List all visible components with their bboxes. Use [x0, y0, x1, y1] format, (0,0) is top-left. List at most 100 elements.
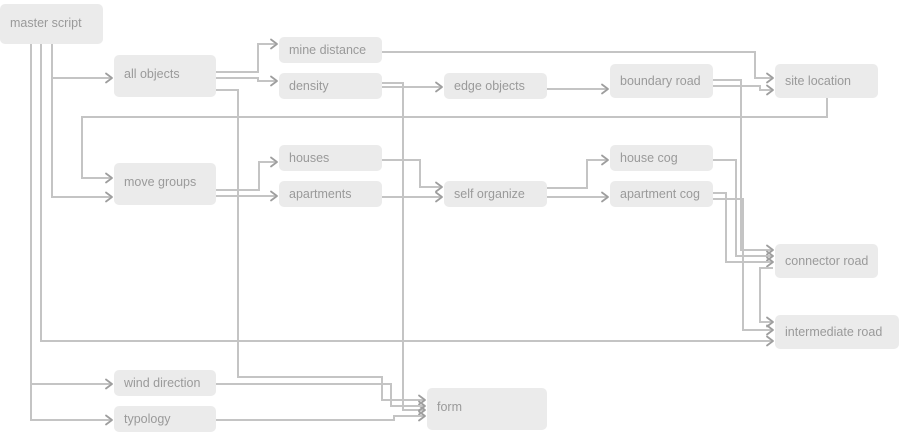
connector-line	[713, 85, 773, 91]
connector-line	[216, 383, 425, 407]
edge-density-to-form	[382, 82, 426, 416]
node-box	[427, 388, 547, 430]
node-box	[775, 315, 899, 349]
arrowhead-icon	[270, 38, 278, 50]
node-master-script: master script	[0, 4, 103, 44]
arrowhead-icon	[435, 191, 443, 203]
connector-line	[40, 44, 773, 342]
edge-density-to-edge-objects	[382, 81, 443, 93]
arrowhead-icon	[435, 81, 443, 93]
arrowhead-icon	[418, 400, 426, 412]
arrowhead-icon	[601, 154, 609, 166]
arrowhead-icon	[105, 191, 113, 203]
connector-line	[382, 51, 773, 79]
edge-all-objects-to-mine-distance	[216, 38, 278, 73]
edge-apartment-cog-to-connector-road	[713, 192, 774, 268]
node-typology: typology	[114, 406, 216, 432]
node-label: master script	[10, 16, 82, 30]
node-label: wind direction	[123, 376, 200, 390]
connector-line	[30, 44, 112, 385]
node-label: density	[289, 79, 329, 93]
edge-master-script-to-move-groups	[51, 44, 113, 203]
arrowhead-icon	[270, 190, 278, 202]
node-box	[444, 181, 547, 207]
node-label: houses	[289, 151, 329, 165]
connector-line	[713, 79, 773, 251]
node-label: site location	[785, 74, 851, 88]
node-label: typology	[124, 412, 171, 426]
node-box	[610, 64, 713, 98]
connector-line	[51, 44, 112, 198]
node-apartments: apartments	[279, 181, 382, 207]
edge-master-script-to-intermediate-road	[40, 44, 774, 347]
connector-line	[51, 44, 112, 79]
arrowhead-icon	[270, 75, 278, 87]
node-box	[279, 73, 382, 99]
connector-line	[216, 89, 425, 401]
node-label: self organize	[454, 187, 525, 201]
node-box	[279, 37, 382, 63]
edge-edge-objects-to-boundary-road	[547, 83, 609, 95]
node-all-objects: all objects	[114, 55, 216, 97]
node-box	[610, 181, 713, 207]
edge-master-script-to-typology	[30, 44, 113, 426]
node-label: intermediate road	[785, 325, 882, 339]
node-houses: houses	[279, 145, 382, 171]
arrowhead-icon	[601, 83, 609, 95]
edge-apartments-to-self-organize	[382, 191, 443, 203]
node-box	[114, 370, 216, 396]
arrowhead-icon	[105, 72, 113, 84]
node-label: apartments	[289, 187, 352, 201]
node-label: edge objects	[454, 79, 525, 93]
arrowhead-icon	[766, 72, 774, 84]
edges-layer	[30, 38, 828, 426]
node-mine-distance: mine distance	[279, 37, 382, 63]
edge-move-groups-to-apartments	[216, 190, 278, 202]
node-label: all objects	[124, 67, 180, 81]
node-box	[279, 145, 382, 171]
node-form: form	[427, 388, 547, 430]
edge-self-organize-to-apartment-cog	[547, 191, 609, 203]
edge-self-organize-to-house-cog	[547, 154, 609, 189]
node-box	[610, 145, 713, 171]
node-density: density	[279, 73, 382, 99]
arrowhead-icon	[766, 316, 774, 328]
edge-houses-to-self-organize	[382, 159, 443, 193]
edge-move-groups-to-houses	[216, 156, 278, 191]
node-house-cog: house cog	[610, 145, 713, 171]
node-self-organize: self organize	[444, 181, 547, 207]
connector-line	[216, 77, 277, 82]
connector-line	[547, 159, 608, 189]
node-box	[114, 406, 216, 432]
node-label: boundary road	[620, 74, 701, 88]
edge-all-objects-to-form	[216, 89, 426, 406]
arrowhead-icon	[766, 335, 774, 347]
edge-typology-to-form	[216, 410, 426, 422]
node-label: mine distance	[289, 43, 366, 57]
edge-connector-road-to-intermediate-road	[759, 267, 774, 328]
arrowhead-icon	[435, 181, 443, 193]
arrowhead-icon	[105, 414, 113, 426]
node-box	[279, 181, 382, 207]
node-label: move groups	[124, 175, 196, 189]
arrowhead-icon	[766, 256, 774, 268]
edge-all-objects-to-density	[216, 75, 278, 87]
arrowhead-icon	[766, 84, 774, 96]
node-move-groups: move groups	[114, 163, 216, 205]
node-box	[0, 4, 103, 44]
node-boundary-road: boundary road	[610, 64, 713, 98]
connector-line	[216, 415, 425, 421]
node-label: apartment cog	[620, 187, 700, 201]
node-edge-objects: edge objects	[444, 73, 547, 99]
connector-line	[713, 198, 773, 331]
arrowhead-icon	[766, 324, 774, 336]
arrowhead-icon	[105, 378, 113, 390]
node-site-location: site location	[775, 64, 878, 98]
connector-line	[713, 159, 773, 257]
arrowhead-icon	[601, 191, 609, 203]
connector-line	[216, 161, 277, 191]
nodes-layer: master script all objects mine distance den…	[0, 4, 899, 432]
node-wind-direction: wind direction	[114, 370, 216, 396]
node-apartment-cog: apartment cog	[610, 181, 713, 207]
